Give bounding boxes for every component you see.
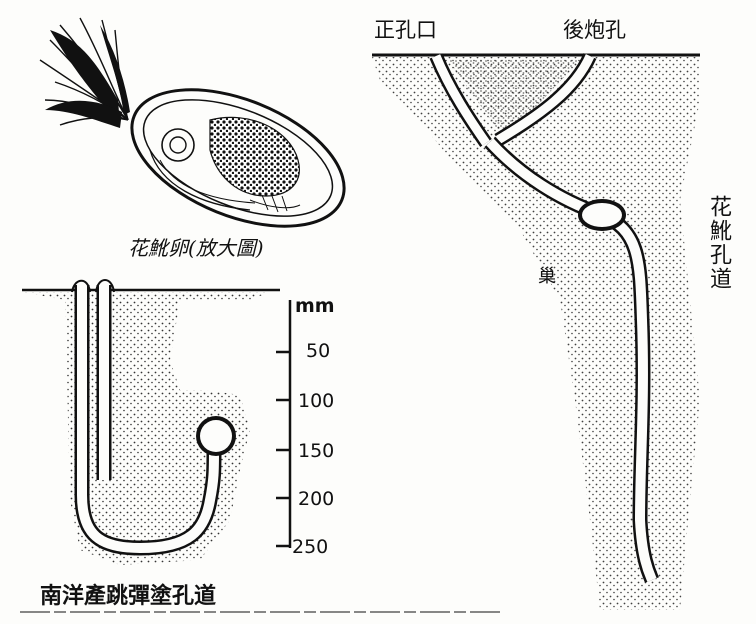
bottom-caption: 南洋產跳彈塗孔道 bbox=[40, 578, 216, 610]
scale-tick-200: 200 bbox=[298, 488, 334, 510]
scale-tick-150: 150 bbox=[298, 440, 334, 462]
scale-unit: mm bbox=[295, 295, 335, 317]
left-burrow bbox=[22, 280, 280, 565]
right-burrow bbox=[372, 55, 700, 610]
label-main-hole: 正孔口 bbox=[374, 14, 437, 44]
label-right-burrow: 花魤孔道 bbox=[702, 195, 734, 291]
scale-bar bbox=[276, 300, 290, 548]
egg-caption: 花魤卵(放大圖) bbox=[128, 232, 264, 261]
scale-tick-100: 100 bbox=[298, 390, 334, 412]
label-rear-hole: 後炮孔 bbox=[563, 14, 626, 44]
label-nest: 巢 bbox=[538, 262, 556, 288]
egg-illustration bbox=[40, 18, 364, 254]
scale-tick-50: 50 bbox=[306, 340, 330, 362]
scale-tick-250: 250 bbox=[292, 536, 328, 558]
